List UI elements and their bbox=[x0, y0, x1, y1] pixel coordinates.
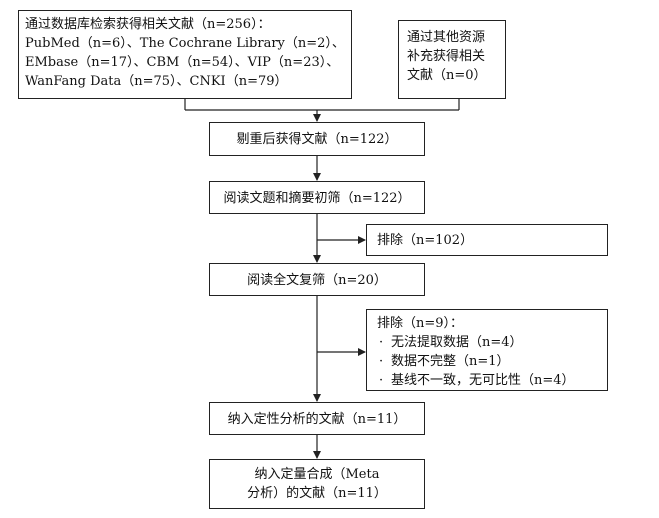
other-sources-line: 补充获得相关 bbox=[407, 49, 486, 64]
quantitative-box: 纳入定量合成（Meta 分析）的文献（n=11） bbox=[209, 459, 425, 509]
exclude2-list: 无法提取数据（n=4） 数据不完整（n=1） 基线不一致，无可比性（n=4） bbox=[377, 333, 597, 390]
exclude2-title: 排除（n=9）： bbox=[377, 316, 464, 331]
qualitative-text: 纳入定性分析的文献（n=11） bbox=[227, 412, 407, 427]
other-sources-line: 通过其他资源 bbox=[407, 30, 486, 45]
db-search-line: EMbase（n=17）、CBM（n=54）、VIP（n=23）、 bbox=[25, 55, 340, 70]
exclude2-item: 无法提取数据（n=4） bbox=[377, 333, 597, 352]
other-sources-line: 文献（n=0） bbox=[407, 68, 487, 83]
db-search-line: PubMed（n=6）、The Cochrane Library（n=2）、 bbox=[25, 36, 345, 51]
dedup-text: 剔重后获得文献（n=122） bbox=[236, 132, 398, 147]
fulltext-box: 阅读全文复筛（n=20） bbox=[209, 263, 425, 296]
fulltext-text: 阅读全文复筛（n=20） bbox=[247, 273, 387, 288]
db-search-line: WanFang Data（n=75）、CNKI（n=79） bbox=[25, 74, 288, 89]
quantitative-line: 纳入定量合成（Meta bbox=[254, 467, 380, 482]
db-search-box: 通过数据库检索获得相关文献（n=256）： PubMed（n=6）、The Co… bbox=[18, 10, 352, 99]
db-search-line: 通过数据库检索获得相关文献（n=256）： bbox=[25, 17, 271, 32]
exclude1-text: 排除（n=102） bbox=[377, 233, 474, 248]
dedup-box: 剔重后获得文献（n=122） bbox=[209, 122, 425, 156]
exclude2-item: 基线不一致，无可比性（n=4） bbox=[377, 371, 597, 390]
exclude2-box: 排除（n=9）： 无法提取数据（n=4） 数据不完整（n=1） 基线不一致，无可… bbox=[366, 309, 608, 391]
quantitative-line: 分析）的文献（n=11） bbox=[247, 486, 387, 501]
exclude1-box: 排除（n=102） bbox=[366, 224, 608, 256]
title-abstract-box: 阅读文题和摘要初筛（n=122） bbox=[209, 181, 425, 214]
title-abstract-text: 阅读文题和摘要初筛（n=122） bbox=[223, 191, 411, 206]
exclude2-item: 数据不完整（n=1） bbox=[377, 352, 597, 371]
qualitative-box: 纳入定性分析的文献（n=11） bbox=[209, 402, 425, 435]
other-sources-box: 通过其他资源 补充获得相关 文献（n=0） bbox=[398, 20, 506, 99]
